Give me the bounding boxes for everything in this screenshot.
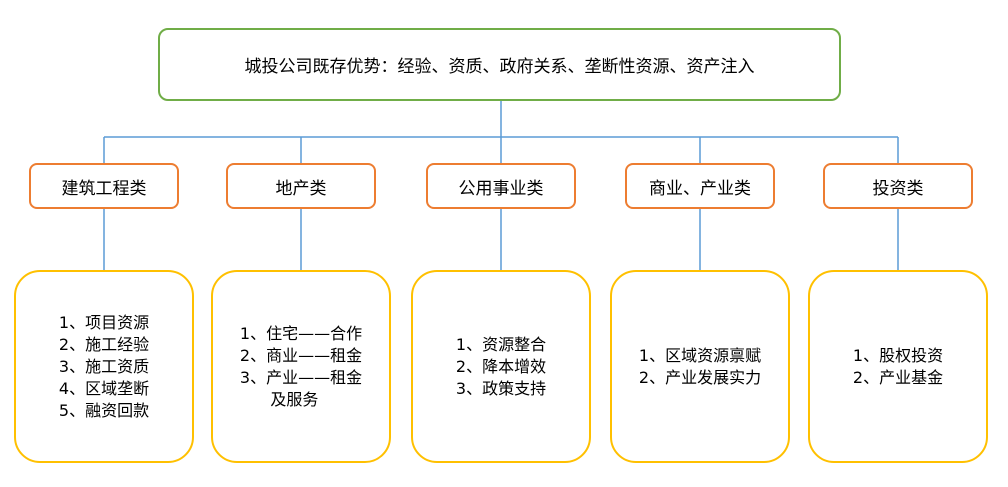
category-label: 建筑工程类 <box>61 178 147 199</box>
list-item: 及服务 <box>239 389 319 409</box>
list-item: 2、产业基金 <box>852 367 944 387</box>
list-item: 3、施工资质 <box>58 356 150 376</box>
category-node-investment: 投资类 <box>823 163 973 209</box>
list-item: 5、融资回款 <box>58 400 150 420</box>
list-item: 3、产业——租金 <box>239 367 363 387</box>
category-node-real-estate: 地产类 <box>226 163 376 209</box>
detail-node-real-estate: 1、住宅——合作 2、商业——租金 3、产业——租金 及服务 <box>211 270 391 463</box>
detail-list: 1、住宅——合作 2、商业——租金 3、产业——租金 及服务 <box>240 323 362 411</box>
list-item: 3、政策支持 <box>455 378 547 398</box>
detail-list: 1、股权投资 2、产业基金 <box>853 345 943 389</box>
root-label: 城投公司既存优势：经验、资质、政府关系、垄断性资源、资产注入 <box>244 57 755 77</box>
category-node-construction: 建筑工程类 <box>29 163 179 209</box>
detail-node-utilities: 1、资源整合 2、降本增效 3、政策支持 <box>411 270 591 463</box>
list-item: 4、区域垄断 <box>58 378 150 398</box>
list-item: 2、降本增效 <box>455 356 547 376</box>
category-label: 地产类 <box>275 178 327 199</box>
category-label: 商业、产业类 <box>649 178 751 199</box>
list-item: 1、项目资源 <box>58 312 150 332</box>
category-node-utilities: 公用事业类 <box>426 163 576 209</box>
list-item: 1、住宅——合作 <box>239 323 363 343</box>
list-item: 1、资源整合 <box>455 334 547 354</box>
detail-list: 1、资源整合 2、降本增效 3、政策支持 <box>456 334 546 400</box>
category-label: 投资类 <box>872 178 924 199</box>
list-item: 1、区域资源禀赋 <box>638 345 762 365</box>
list-item: 1、股权投资 <box>852 345 944 365</box>
category-node-commerce-industry: 商业、产业类 <box>625 163 775 209</box>
list-item: 2、产业发展实力 <box>638 367 762 387</box>
list-item: 2、商业——租金 <box>239 345 363 365</box>
detail-node-investment: 1、股权投资 2、产业基金 <box>808 270 988 463</box>
detail-list: 1、区域资源禀赋 2、产业发展实力 <box>639 345 761 389</box>
category-label: 公用事业类 <box>458 178 544 199</box>
root-node: 城投公司既存优势：经验、资质、政府关系、垄断性资源、资产注入 <box>158 28 841 101</box>
list-item: 2、施工经验 <box>58 334 150 354</box>
detail-list: 1、项目资源 2、施工经验 3、施工资质 4、区域垄断 5、融资回款 <box>59 312 149 422</box>
detail-node-commerce-industry: 1、区域资源禀赋 2、产业发展实力 <box>610 270 790 463</box>
detail-node-construction: 1、项目资源 2、施工经验 3、施工资质 4、区域垄断 5、融资回款 <box>14 270 194 463</box>
